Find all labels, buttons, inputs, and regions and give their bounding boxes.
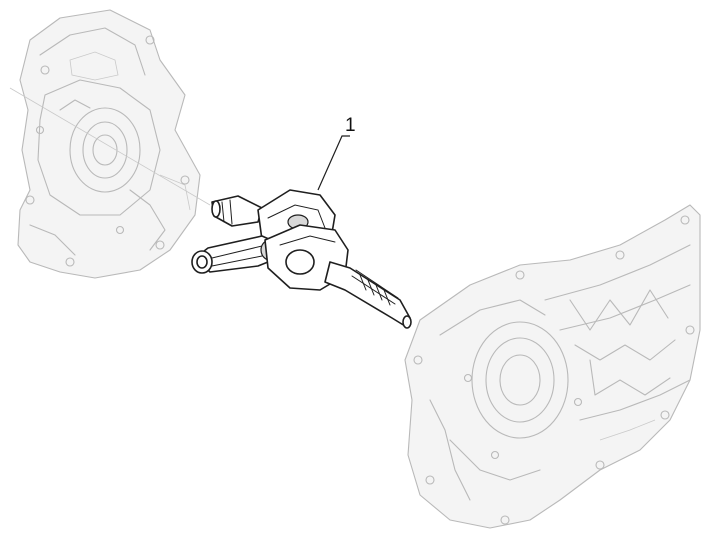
callout-1: 1 <box>317 115 356 191</box>
crankshaft <box>191 189 412 329</box>
callout-1-leader <box>317 135 350 191</box>
right-crankcase-half <box>404 204 701 529</box>
callout-1-label: 1 <box>345 115 356 136</box>
left-crankcase-half <box>9 9 211 279</box>
